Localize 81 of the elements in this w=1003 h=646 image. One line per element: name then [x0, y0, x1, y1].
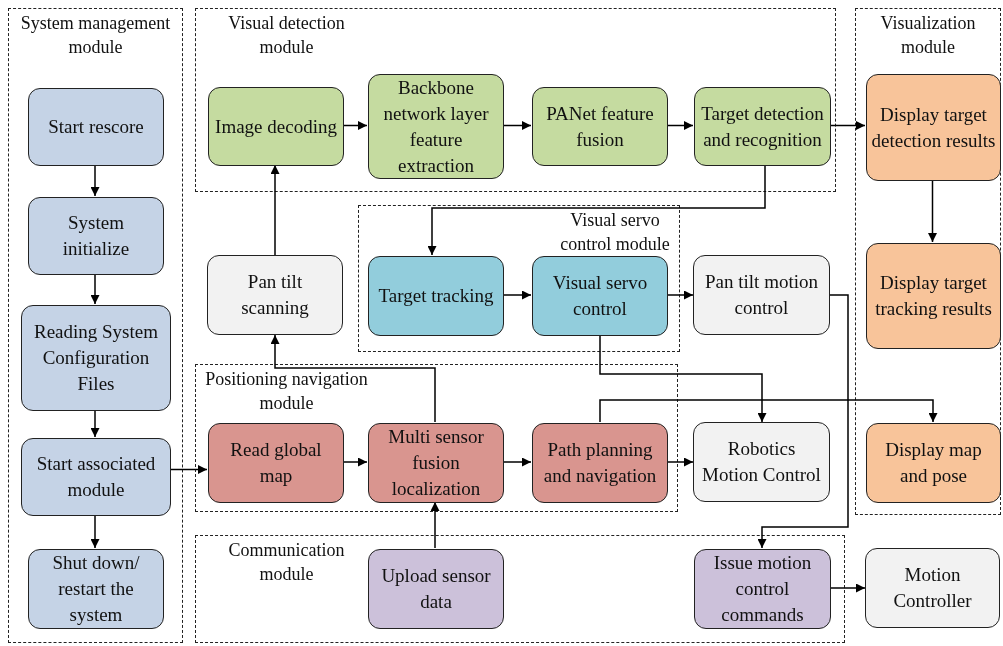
process-box [866, 423, 1001, 503]
module-title: Visualization module [879, 12, 977, 59]
box-label: Backbone network layer feature extraction [382, 75, 490, 178]
arrow [90, 409, 100, 438]
box-label: Target detection and recognition [700, 101, 825, 152]
process-box [368, 256, 504, 336]
process-box [532, 87, 668, 166]
arrow [169, 465, 208, 474]
module-title: Communication module [227, 539, 346, 586]
arrow [666, 290, 694, 300]
process-box [694, 87, 831, 166]
arrow [502, 457, 532, 467]
box-label: Issue motion control commands [712, 551, 813, 627]
process-box [207, 255, 343, 335]
process-box [368, 74, 504, 179]
process-box [532, 423, 668, 503]
process-box [368, 423, 504, 503]
box-label: Display target tracking results [874, 271, 993, 321]
module-title: Visual servo control module [559, 209, 671, 256]
process-box [21, 305, 171, 411]
module-title: Positioning navigation module [204, 368, 369, 415]
process-box [28, 197, 164, 275]
arrow [90, 273, 100, 305]
arrow [90, 164, 100, 197]
box-label: Path planning and navigation [542, 438, 658, 488]
process-box [208, 423, 344, 503]
process-box [866, 243, 1001, 349]
process-box [693, 255, 830, 335]
process-box [208, 87, 344, 166]
arrow [829, 583, 866, 593]
process-box [865, 548, 1000, 628]
process-box [866, 74, 1001, 181]
arrow [427, 164, 766, 256]
process-box [693, 422, 830, 502]
arrow [90, 514, 100, 549]
process-box [532, 256, 668, 336]
module-group [855, 8, 1001, 515]
arrow [270, 334, 436, 423]
process-box [28, 88, 164, 166]
module-group [8, 8, 183, 643]
box-label: Target tracking [378, 284, 494, 308]
process-box [368, 549, 504, 629]
arrow [342, 457, 368, 467]
arrow [599, 399, 938, 423]
arrow [757, 294, 849, 549]
box-label: Pan tilt scanning [240, 270, 310, 320]
box-label: Motion Controller [892, 563, 973, 613]
arrow [342, 121, 368, 130]
box-label: Start associated module [35, 452, 157, 502]
module-group [195, 535, 845, 643]
module-group [195, 8, 836, 192]
arrow [666, 457, 694, 467]
arrow [928, 179, 937, 243]
box-label: Multi sensor fusion localization [387, 425, 485, 501]
box-label: Display map and pose [884, 438, 983, 488]
box-label: Pan tilt motion control [704, 270, 819, 320]
box-label: System initialize [61, 211, 131, 261]
arrow [270, 164, 280, 256]
box-label: Shut down/ restart the system [51, 551, 141, 627]
arrow [829, 121, 866, 130]
module-title: Visual detection module [227, 12, 346, 59]
box-label: Display target detection results [871, 102, 996, 153]
box-label: PANet feature fusion [545, 101, 655, 152]
box-label: Read global map [229, 438, 323, 488]
process-box [21, 438, 171, 516]
module-title: System management module [19, 12, 172, 59]
arrow [502, 121, 532, 130]
process-box [694, 549, 831, 629]
module-group [195, 364, 678, 512]
box-label: Start rescore [48, 115, 144, 139]
module-group [358, 205, 680, 352]
arrow [666, 121, 694, 130]
arrow [502, 290, 532, 300]
box-label: Visual servo control [551, 271, 649, 321]
box-label: Upload sensor data [380, 564, 492, 614]
arrow [430, 501, 440, 549]
box-label: Robotics Motion Control [701, 437, 822, 487]
process-box [28, 549, 164, 629]
box-label: Reading System Configuration Files [33, 320, 159, 396]
box-label: Image decoding [215, 114, 337, 139]
arrow [599, 334, 767, 423]
